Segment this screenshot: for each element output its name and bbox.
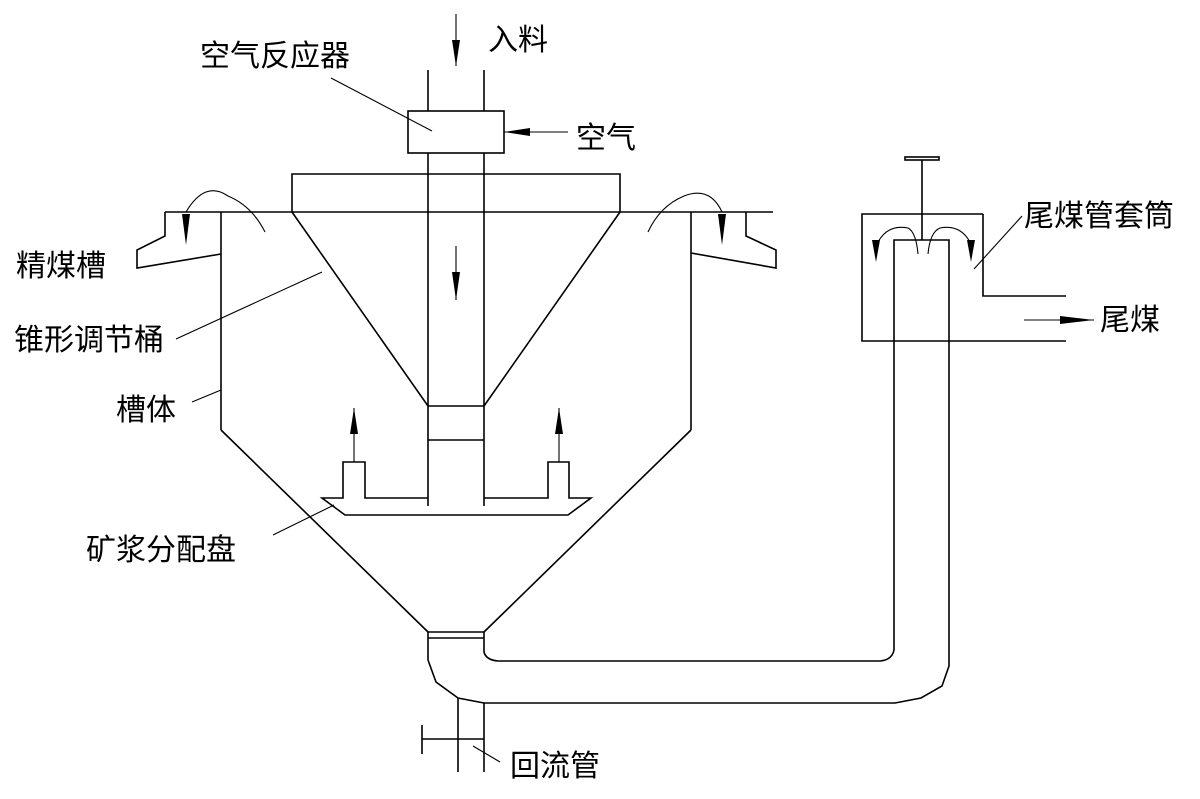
- upflow-arrow-left: [350, 408, 358, 462]
- label-return-pipe: 回流管: [510, 749, 600, 784]
- slurry-distributor: [319, 461, 594, 516]
- upflow-arrow-right: [555, 408, 563, 462]
- return-pipe-leader: [472, 745, 501, 763]
- label-tank-body: 槽体: [116, 393, 176, 428]
- concentrate-trough-right: [647, 192, 777, 269]
- label-air-reactor: 空气反应器: [200, 39, 350, 74]
- air-reactor: [407, 110, 505, 154]
- label-feed: 入料: [488, 23, 548, 58]
- air-reactor-leader: [330, 77, 433, 132]
- return-pipe: [421, 698, 485, 772]
- tank-body-leader: [191, 389, 222, 403]
- cone-regulating-barrel: [291, 173, 621, 407]
- bottom-outlet: [427, 340, 950, 704]
- tailings-sleeve: [861, 156, 1066, 342]
- label-tailings: 尾煤: [1100, 303, 1160, 338]
- down-flow-arrow: [452, 246, 460, 300]
- cone-leader: [175, 271, 323, 340]
- label-slurry-distributor: 矿浆分配盘: [86, 533, 236, 568]
- tank-body: [165, 211, 773, 633]
- air-arrow: [504, 128, 568, 136]
- label-concentrate-trough: 精煤槽: [16, 249, 106, 284]
- label-cone-regulating-barrel: 锥形调节桶: [14, 323, 164, 358]
- label-tailings-sleeve: 尾煤管套筒: [1024, 199, 1174, 234]
- label-air: 空气: [576, 121, 636, 156]
- feed-arrow: [452, 14, 460, 66]
- concentrate-trough-left: [136, 190, 266, 269]
- distributor-leader: [272, 504, 335, 536]
- tailings-sleeve-leader: [973, 215, 1023, 270]
- tailings-arrow: [1024, 316, 1094, 324]
